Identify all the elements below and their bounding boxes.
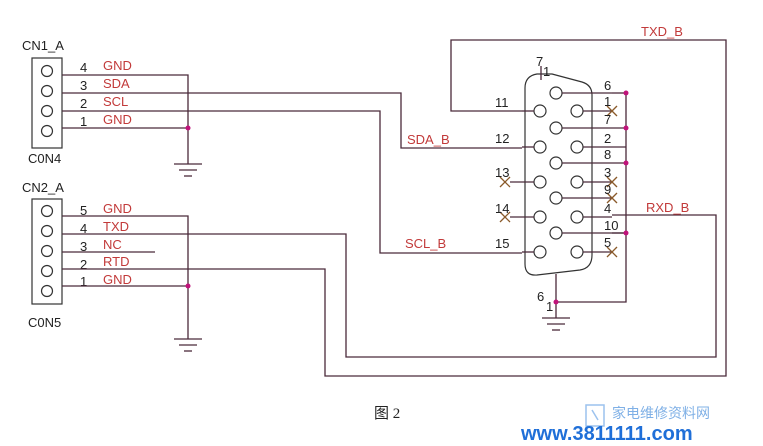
cn2-pin4-num: 4 [80,221,87,236]
junction-6 [623,90,629,96]
dsub-shell-top-sub-label: 1 [543,64,550,79]
watermark-url: www.3811111.com [520,423,693,445]
cn1-part-label: C0N4 [28,151,61,166]
dsub-pin-8 [549,156,563,170]
dsub-label-2: 2 [604,131,611,146]
nc-mark-3 [606,176,618,188]
cn1-pin3-net: SDA [103,76,130,91]
dsub-pin-11 [533,104,547,118]
dsub-pin-5 [570,245,584,259]
nc-mark-14 [499,211,511,223]
dsub-label-14: 14 [495,201,509,216]
dsub-label-9: 9 [604,182,611,197]
junction-10 [623,230,629,236]
dsub-shell-top-label: 7 [536,54,543,69]
watermark-cn: 家电维修资料网 [612,405,710,422]
scl-wire [62,110,522,254]
cn1-pin4-net: GND [103,58,132,73]
cn2-pin1-net: GND [103,272,132,287]
cn2-ref-label: CN2_A [22,180,64,195]
cn2-pin-5 [40,204,54,218]
dsub-pin-7 [549,121,563,135]
dsub-label-10: 10 [604,218,618,233]
dsub-label-4: 4 [604,201,611,216]
dsub-label-6: 6 [604,78,611,93]
cn1-pin-4 [40,64,54,78]
dsub-shell-bottom-sub-label: 1 [546,299,553,314]
dsub-pin-14 [533,210,547,224]
dsub-label-12: 12 [495,131,509,146]
junction-8 [623,160,629,166]
cn1-pin4-num: 4 [80,60,87,75]
cn2-pin2-num: 2 [80,257,87,272]
cn2-part-label: C0N5 [28,315,61,330]
cn1-pin-3 [40,84,54,98]
cn1-gnd-junction [185,125,191,131]
nc-mark-1 [606,105,618,117]
cn2-pin3-net: NC [103,237,122,252]
dsub-pin-6 [549,86,563,100]
dsub-pin-12 [533,140,547,154]
dsub-label-7: 7 [604,112,611,127]
cn1-pin-1 [40,124,54,138]
dsub-pin-15 [533,245,547,259]
cn1-body [31,57,63,149]
watermark-logo [585,404,605,427]
cn1-gnd4-wire [62,74,189,128]
scl-net-label: SCL_B [405,236,446,251]
cn2-pin5-net: GND [103,201,132,216]
nc-mark-9 [606,192,618,204]
cn1-pin3-num: 3 [80,78,87,93]
shell-bottom-junction [553,299,559,305]
dsub-pin-13 [533,175,547,189]
cn2-pin3-num: 3 [80,239,87,254]
sda-net-label: SDA_B [407,132,450,147]
dsub-label-1: 1 [604,94,611,109]
dsub-label-13: 13 [495,165,509,180]
dsub-pin-4 [570,210,584,224]
dsub-label-5: 5 [604,235,611,250]
nc-mark-5 [606,246,618,258]
junction-7 [623,125,629,131]
dsub-label-3: 3 [604,165,611,180]
cn2-gnd-junction [185,283,191,289]
dsub-pin-3 [570,175,584,189]
cn2-pin-1 [40,284,54,298]
dsub-shell [524,73,593,276]
dsub-pin-10 [549,226,563,240]
dsub-label-15: 15 [495,236,509,251]
txd-net-label: TXD_B [641,24,683,39]
dsub-pin-1 [570,104,584,118]
dsub-pin-9 [549,191,563,205]
nc-mark-13 [499,176,511,188]
cn2-pin-4 [40,224,54,238]
cn2-pin-2 [40,264,54,278]
sda-wire [62,92,522,149]
figure-caption: 图 2 [374,405,400,422]
cn2-pin2-net: RTD [103,254,129,269]
cn2-pin-3 [40,244,54,258]
dsub-label-8: 8 [604,147,611,162]
cn1-pin2-num: 2 [80,96,87,111]
cn1-ground-symbol [174,163,202,177]
cn2-pin1-num: 1 [80,274,87,289]
cn1-pin1-net: GND [103,112,132,127]
dsub-ground-symbol [542,317,570,331]
cn2-pin4-net: TXD [103,219,129,234]
dsub-label-11: 11 [495,95,509,110]
cn2-ground-symbol [174,338,202,352]
cn2-gnd5-wire [62,215,189,286]
dsub-shell-bottom-label: 6 [537,289,544,304]
dsub-pin-2 [570,140,584,154]
rxd-net-label: RXD_B [646,200,689,215]
cn2-pin5-num: 5 [80,203,87,218]
cn1-pin1-num: 1 [80,114,87,129]
cn1-ref-label: CN1_A [22,38,64,53]
txd-wire [62,39,727,377]
cn1-pin-2 [40,104,54,118]
rxd-wire [62,214,717,358]
cn1-pin2-net: SCL [103,94,128,109]
